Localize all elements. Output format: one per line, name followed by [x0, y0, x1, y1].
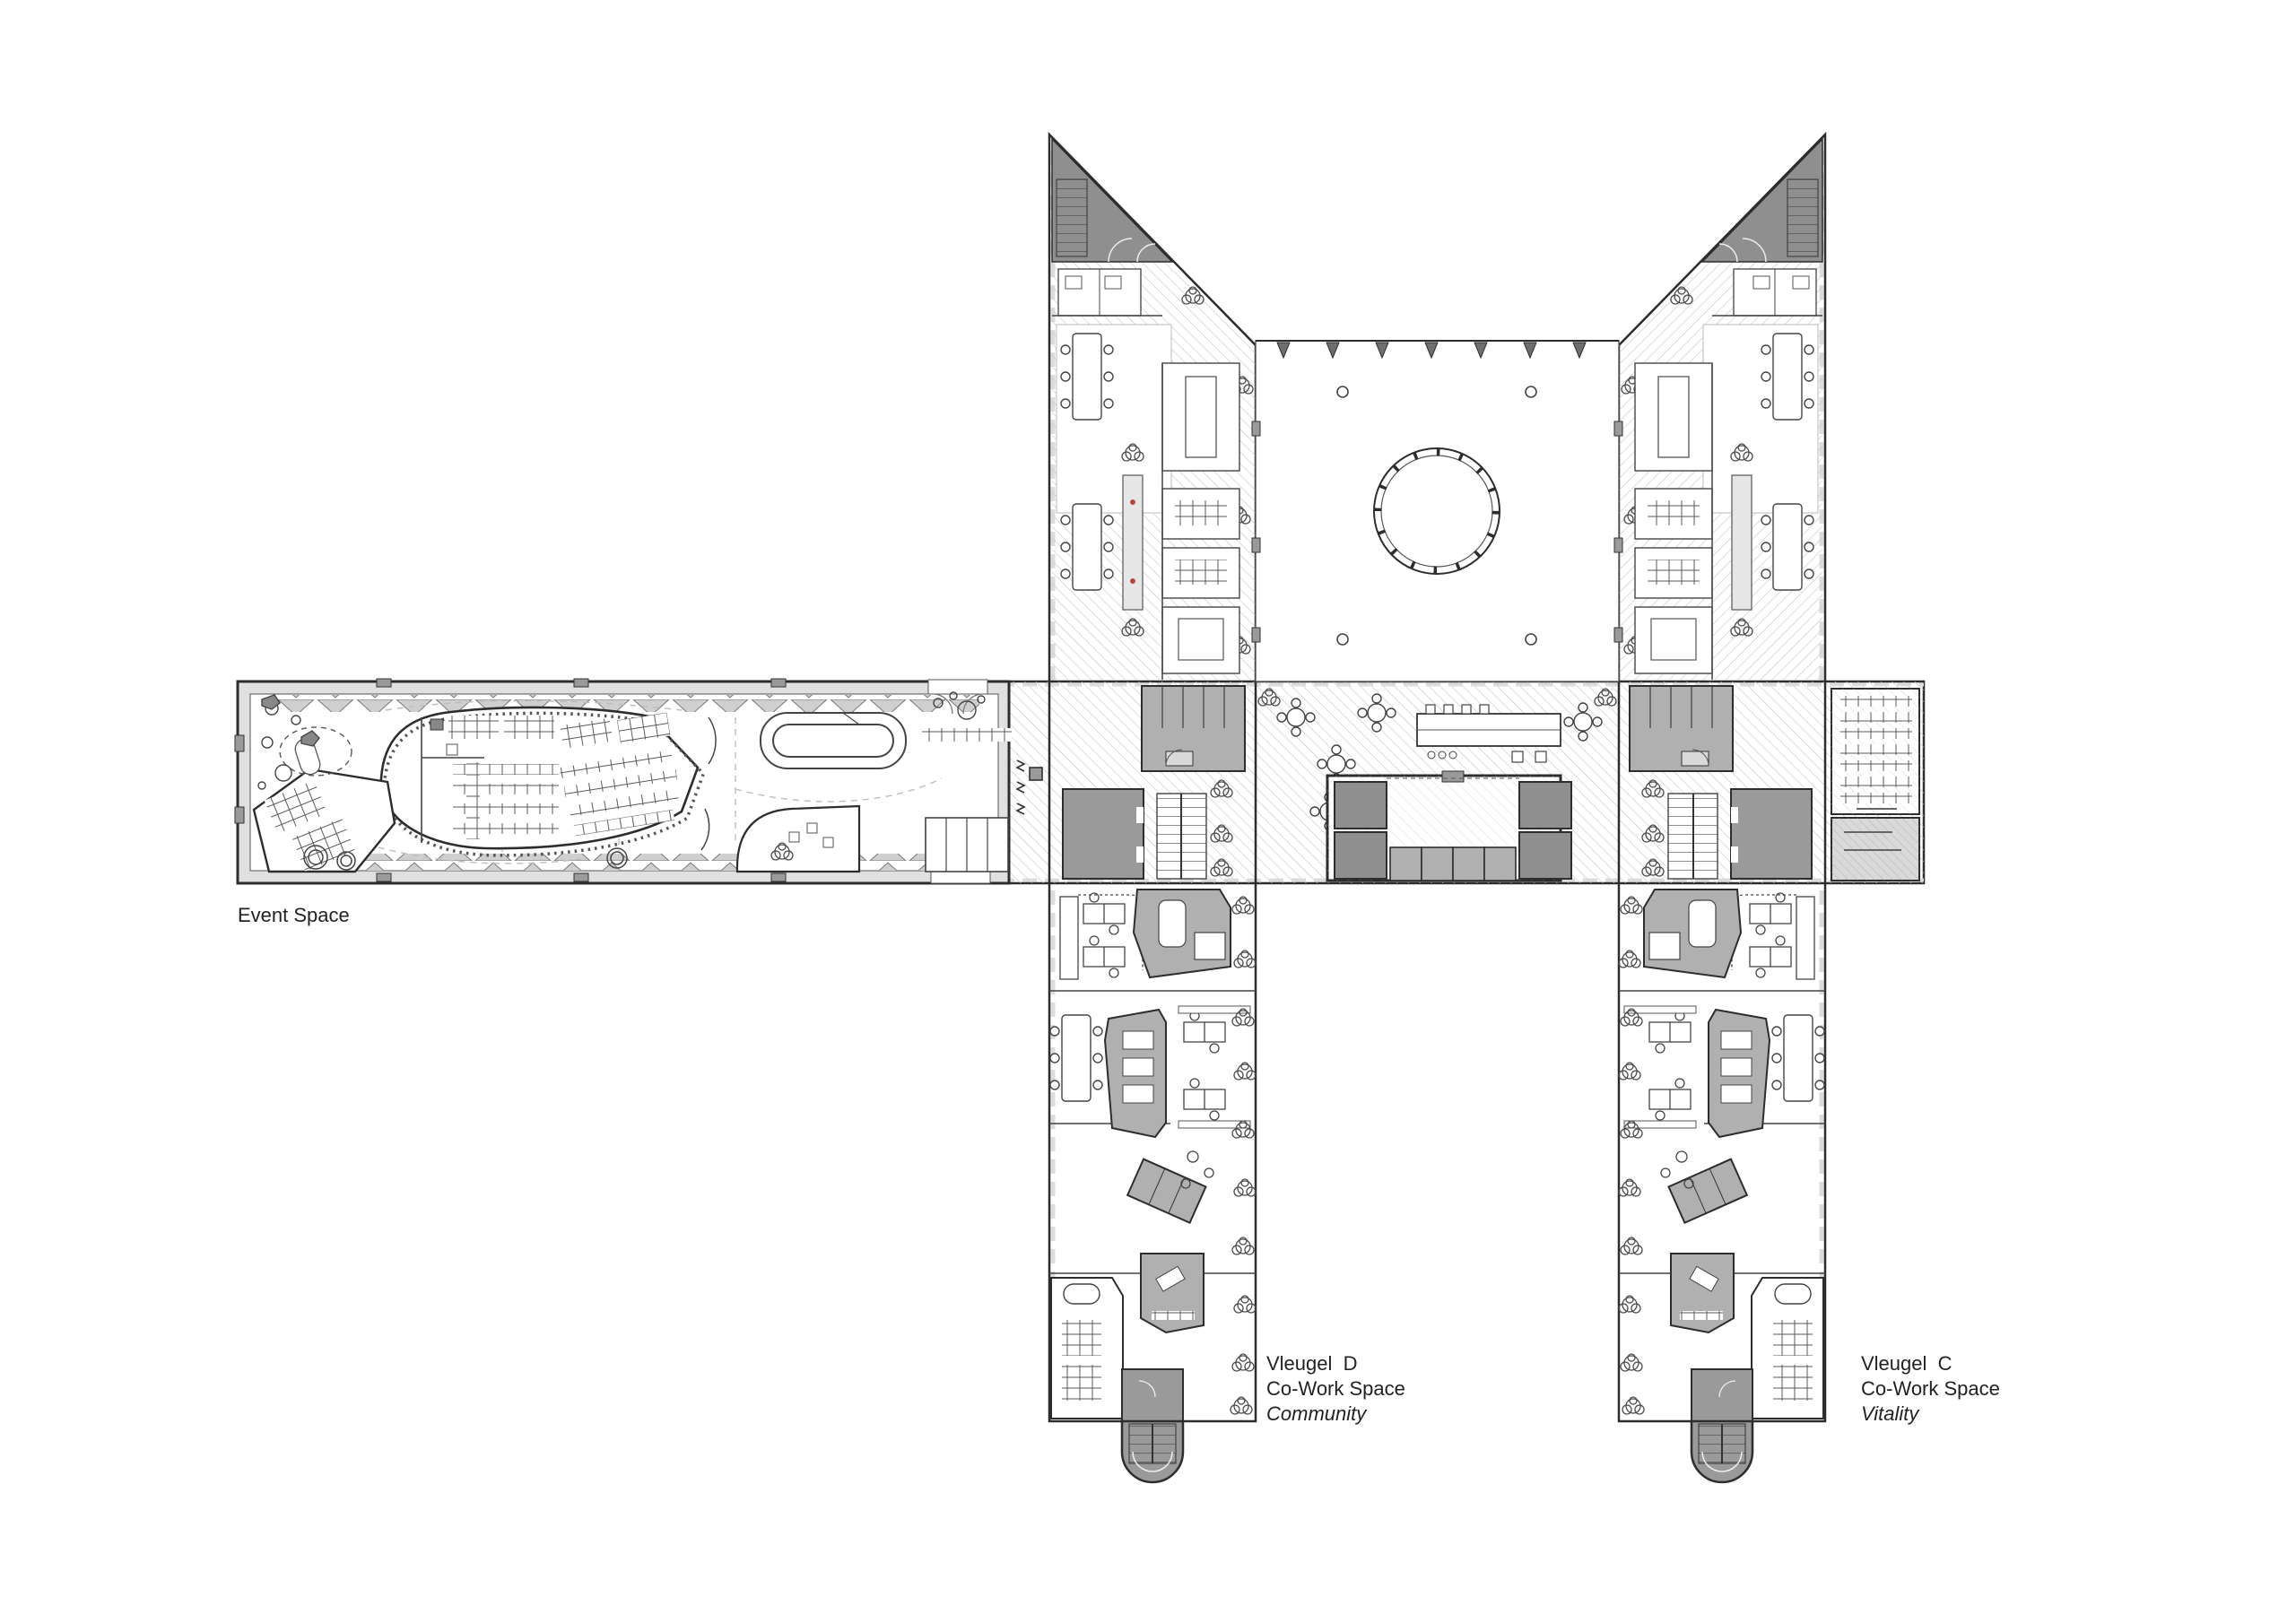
cafe-area	[1257, 688, 1617, 831]
stair-tower	[1120, 1368, 1185, 1484]
turnstiles	[1015, 759, 1043, 815]
loop-counter	[760, 712, 907, 769]
wing-lower-interior	[1049, 889, 1257, 1484]
meeting-pod	[1132, 889, 1231, 979]
appliance-dot	[1130, 499, 1135, 505]
entrance-doors	[927, 679, 991, 884]
courtyard	[1251, 340, 1623, 682]
bar-counter	[1416, 704, 1561, 763]
facade-sawtooth-top	[269, 695, 979, 712]
focus-pod	[1103, 1008, 1167, 1139]
courtyard-circle	[1373, 447, 1500, 575]
elevator-core	[1326, 770, 1572, 882]
label-event-space: Event Space	[238, 904, 350, 926]
loading-area	[1831, 817, 1920, 881]
seating-pod	[252, 768, 396, 873]
toilets-event	[925, 817, 1009, 872]
wing-upper-interior	[1051, 137, 1256, 680]
event-space-hall	[234, 678, 1043, 885]
phone-pod	[1126, 1158, 1207, 1225]
canopy-flags	[1276, 342, 1587, 360]
appliance-dot	[1130, 578, 1135, 584]
multipurpose-room	[1831, 688, 1920, 815]
wing-band-core	[1062, 685, 1246, 880]
lounge-pod	[735, 804, 861, 873]
lockers	[922, 728, 1012, 742]
auditorium	[379, 706, 706, 857]
stair-core-tip	[1051, 137, 1174, 263]
corner-meeting-room	[1050, 1277, 1124, 1419]
workshop-room	[1140, 1253, 1205, 1334]
facade-sawtooth-bottom	[269, 854, 979, 871]
courtyard-columns	[1336, 386, 1537, 646]
